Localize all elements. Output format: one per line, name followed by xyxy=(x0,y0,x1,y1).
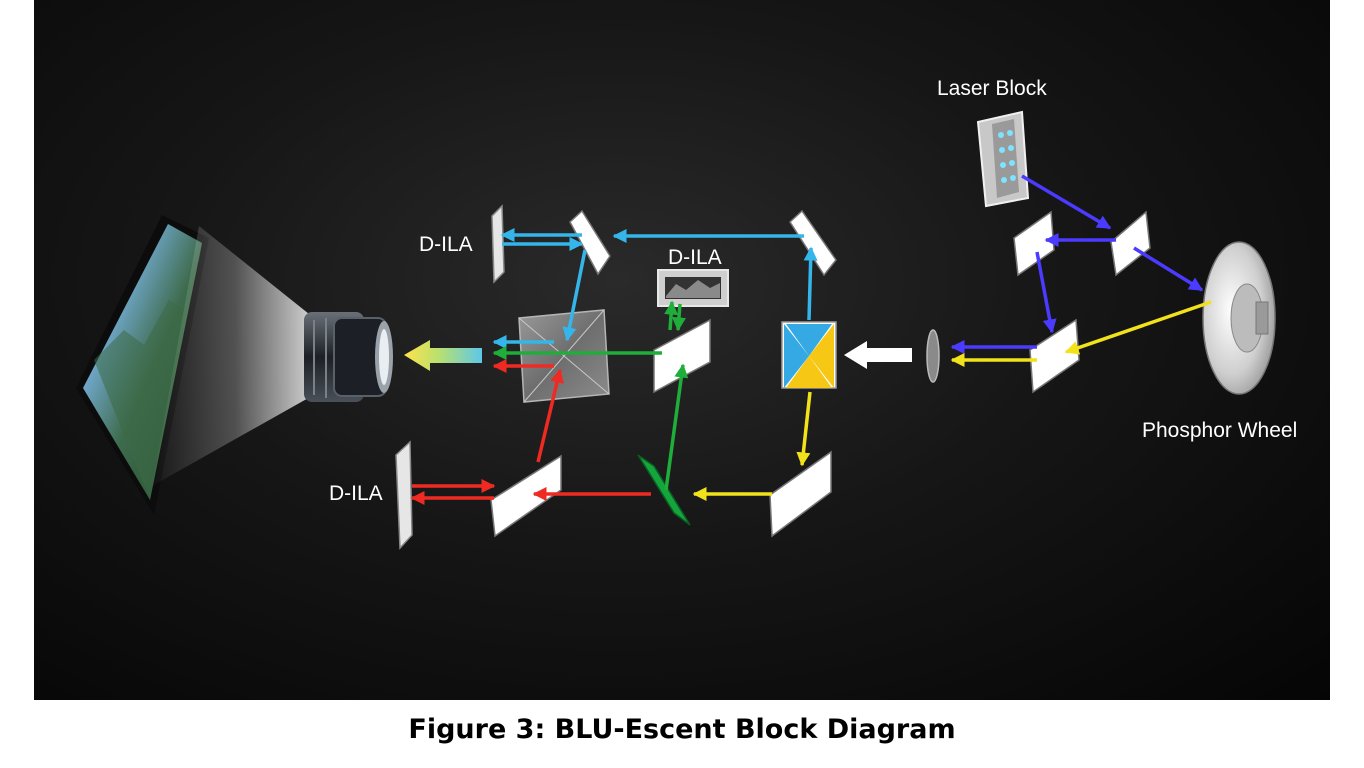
figure-caption: Figure 3: BLU-Escent Block Diagram xyxy=(408,714,956,745)
red-channel-beam-path xyxy=(410,359,651,505)
dila-panel-blue xyxy=(491,204,505,284)
dila-panel-green xyxy=(657,269,729,307)
mirror-green-middle xyxy=(653,318,711,394)
blue-channel-beam-path xyxy=(492,228,818,349)
laser-block xyxy=(976,110,1030,208)
phosphor-wheel-label: Phosphor Wheel xyxy=(1142,419,1297,442)
dila-bottom-label: D-ILA xyxy=(329,482,383,505)
mirror-blue-top-right xyxy=(789,209,837,277)
mirror-laser-right xyxy=(1110,210,1151,277)
projection-light-cone xyxy=(152,226,319,486)
mirror-blue-top-left xyxy=(569,209,611,276)
green-channel-beam-path xyxy=(492,300,689,491)
diagram-background: Laser Block Phosphor Wheel D-ILA D-ILA D… xyxy=(34,0,1330,700)
laser-block-label: Laser Block xyxy=(937,77,1047,100)
dila-panel-red xyxy=(395,440,413,550)
projection-lens xyxy=(304,312,393,402)
color-splitter xyxy=(781,321,837,389)
mirror-laser-left xyxy=(1013,210,1055,277)
laser-beam-path xyxy=(1021,174,1204,334)
mirror-yellow-bottom-right xyxy=(769,450,832,538)
combined-output-arrow xyxy=(404,340,482,371)
optical-block-diagram: Laser Block Phosphor Wheel D-ILA D-ILA D… xyxy=(76,77,1297,550)
phosphor-yellow-return-beam xyxy=(1064,300,1212,355)
dichroic-green xyxy=(637,454,691,526)
white-light-arrow xyxy=(844,341,912,369)
mirror-output-phosphor xyxy=(1029,318,1080,394)
dila-top-label: D-ILA xyxy=(419,233,473,256)
dila-middle-label: D-ILA xyxy=(668,246,722,269)
condenser-lens xyxy=(926,329,940,383)
combining-prism xyxy=(518,309,610,403)
yellow-channel-beam-path xyxy=(692,391,812,501)
phosphor-wheel xyxy=(1202,241,1276,395)
projection-screen xyxy=(76,215,209,515)
mirror-red-bottom xyxy=(490,454,562,538)
